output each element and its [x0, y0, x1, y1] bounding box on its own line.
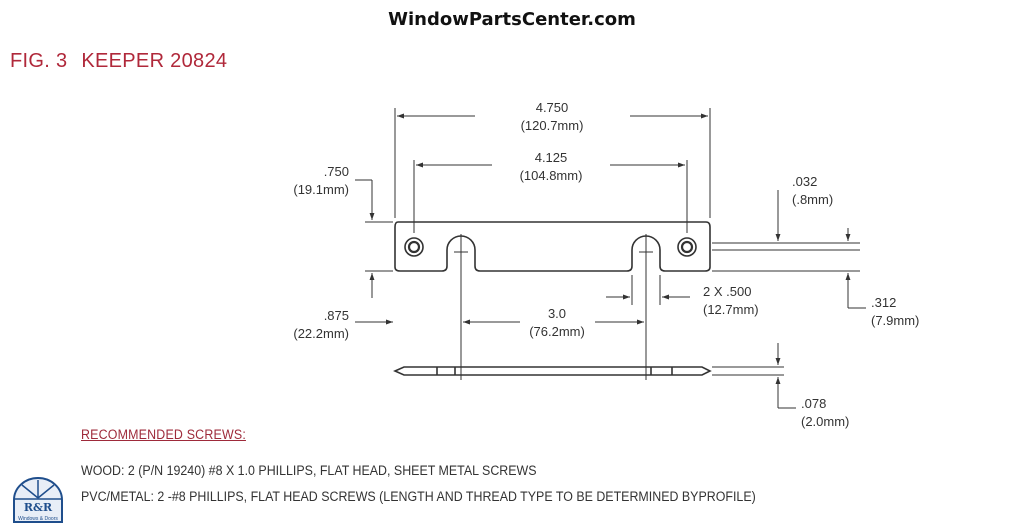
center-lines [454, 234, 653, 380]
dimension-labels: 4.750 (120.7mm) 4.125 (104.8mm) .750 (19… [293, 100, 919, 429]
slot-spacing-inch: 3.0 [548, 306, 566, 321]
overall-length-mm: (120.7mm) [521, 118, 584, 133]
logo-text: R&R [24, 501, 53, 514]
hole-spacing-inch: 4.125 [535, 150, 568, 165]
side-profile [393, 366, 712, 376]
screw-hole-right-inner [680, 240, 694, 254]
hole-offset-mm: (22.2mm) [293, 326, 349, 341]
figure-number: FIG. 3 [10, 50, 68, 72]
slot-spacing-mm: (76.2mm) [529, 324, 585, 339]
edge-height-mm: (7.9mm) [871, 313, 919, 328]
wood-screw-spec: WOOD: 2 (P/N 19240) #8 X 1.0 PHILLIPS, F… [81, 463, 537, 478]
rr-windows-logo: R&R Windows & Doors [13, 477, 63, 523]
keeper-plan-view [394, 221, 711, 272]
pvc-metal-screw-spec: PVC/METAL: 2 -#8 PHILLIPS, FLAT HEAD SCR… [81, 489, 756, 504]
figure-title: FIG. 3 KEEPER 20824 [10, 50, 227, 73]
overall-length-inch: 4.750 [536, 100, 569, 115]
recommended-screws-heading: RECOMMENDED SCREWS: [81, 427, 246, 442]
top-gap-inch: .032 [792, 174, 817, 189]
hole-spacing-mm: (104.8mm) [520, 168, 583, 183]
slot-width-mm: (12.7mm) [703, 302, 759, 317]
slot-width-inch: 2 X .500 [703, 284, 751, 299]
edge-height-inch: .312 [871, 295, 896, 310]
logo-subtext: Windows & Doors [18, 516, 58, 522]
width-mm: (19.1mm) [293, 182, 349, 197]
figure-name: KEEPER 20824 [81, 50, 228, 72]
dimension-lines [355, 108, 866, 409]
thickness-mm: (2.0mm) [801, 414, 849, 429]
thickness-inch: .078 [801, 396, 826, 411]
top-gap-mm: (.8mm) [792, 192, 833, 207]
width-inch: .750 [324, 164, 349, 179]
screw-hole-left-inner [407, 240, 421, 254]
screw-hole-left [404, 237, 424, 257]
screw-hole-right [677, 237, 697, 257]
hole-offset-inch: .875 [324, 308, 349, 323]
keeper-outline [394, 221, 711, 272]
site-title: WindowPartsCenter.com [388, 9, 636, 30]
keeper-side-view [393, 366, 712, 376]
